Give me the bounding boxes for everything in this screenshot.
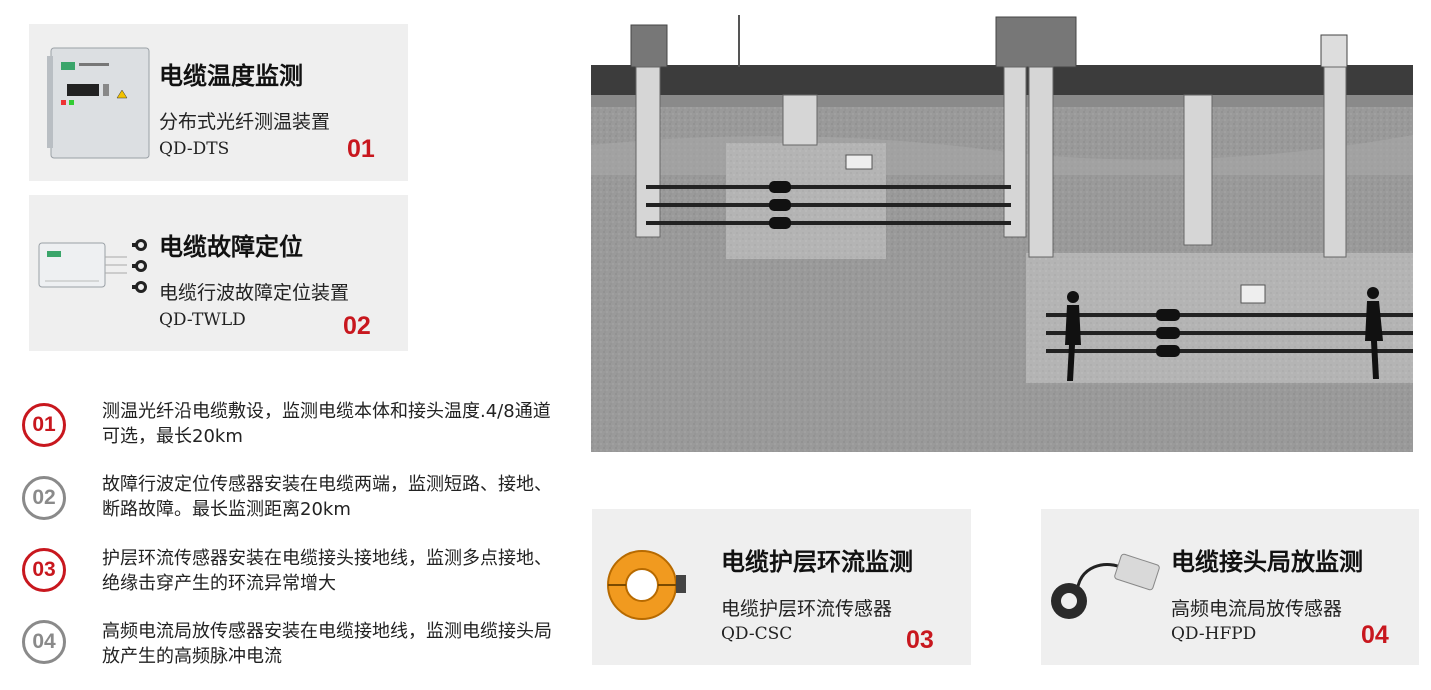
card-title: 电缆温度监测 — [159, 62, 303, 90]
product-card-twld: 电缆故障定位 电缆行波故障定位装置 QD-TWLD 02 — [29, 195, 408, 351]
product-card-hfpd: 电缆接头局放监测 高频电流局放传感器 QD-HFPD 04 — [1041, 509, 1419, 665]
feature-number-badge: 03 — [22, 548, 66, 592]
feature-number-badge: 02 — [22, 476, 66, 520]
card-subtitle: 分布式光纤测温装置 — [159, 111, 331, 133]
feature-description: 故障行波定位传感器安装在电缆两端，监测短路、接地、断路故障。最长监测距离20km — [102, 474, 552, 520]
card-subtitle: 电缆行波故障定位装置 — [159, 282, 350, 304]
card-subtitle: 高频电流局放传感器 — [1171, 598, 1343, 620]
card-model: QD-DTS — [159, 139, 230, 159]
product-card-csc: 电缆护层环流监测 电缆护层环流传感器 QD-CSC 03 — [592, 509, 971, 665]
twld-device-image — [38, 239, 147, 293]
feature-number-badge: 01 — [22, 403, 66, 447]
product-card-dts: 电缆温度监测 分布式光纤测温装置 QD-DTS 01 — [29, 24, 408, 181]
card-model: QD-CSC — [721, 624, 793, 644]
card-number: 04 — [1361, 621, 1389, 649]
feature-number-badge: 04 — [22, 620, 66, 664]
feature-description: 高频电流局放传感器安装在电缆接地线，监测电缆接头局放产生的高频脉冲电流 — [102, 621, 552, 667]
card-title: 电缆故障定位 — [159, 233, 303, 261]
card-number: 01 — [347, 135, 375, 163]
card-number: 02 — [343, 312, 371, 340]
card-number: 03 — [906, 626, 934, 654]
card-title: 电缆护层环流监测 — [721, 548, 913, 576]
feature-description: 测温光纤沿电缆敷设，监测电缆本体和接头温度.4/8通道可选，最长20km — [102, 401, 551, 447]
csc-sensor-image — [607, 550, 686, 620]
cable-tunnel-illustration — [591, 15, 1413, 452]
dts-device-image — [47, 47, 150, 159]
card-subtitle: 电缆护层环流传感器 — [721, 598, 893, 620]
card-title: 电缆接头局放监测 — [1171, 548, 1363, 576]
feature-description: 护层环流传感器安装在电缆接头接地线，监测多点接地、绝缘击穿产生的环流异常增大 — [102, 548, 552, 594]
card-model: QD-TWLD — [159, 310, 246, 330]
hfpd-sensor-image — [1051, 553, 1160, 619]
card-model: QD-HFPD — [1171, 624, 1257, 644]
